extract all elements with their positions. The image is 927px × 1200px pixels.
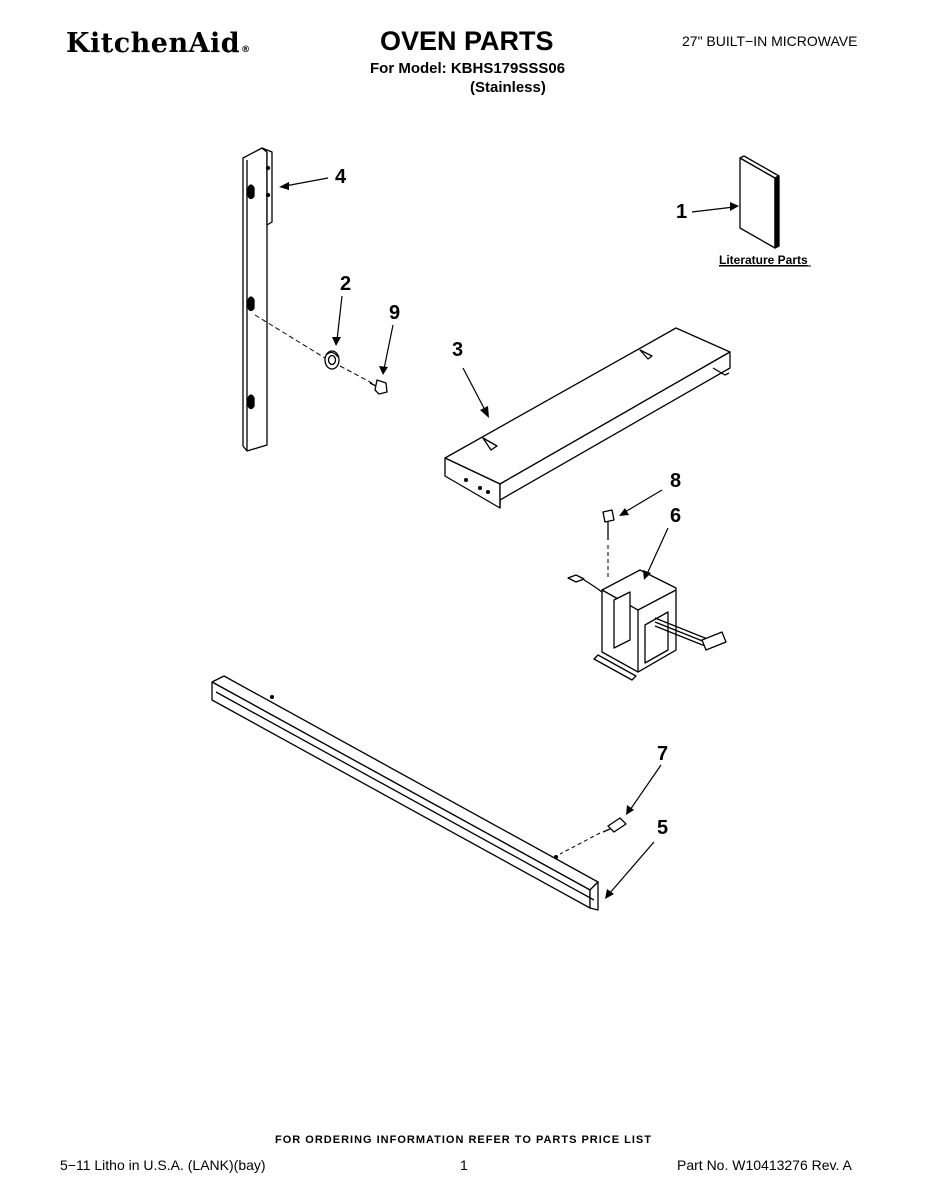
product-type: 27" BUILT−IN MICROWAVE <box>682 33 858 49</box>
litho-note: 5−11 Litho in U.S.A. (LANK)(bay) <box>60 1157 266 1173</box>
part-8-screw <box>602 509 615 580</box>
page-title: OVEN PARTS <box>380 26 554 56</box>
callout-7: 7 <box>657 743 668 765</box>
brand-logo: KitchenAid® <box>66 28 251 59</box>
callout-6: 6 <box>670 505 681 527</box>
callout-1: 1 <box>676 201 687 223</box>
callout-5: 5 <box>657 817 668 839</box>
brand-name: KitchenAid <box>66 28 241 59</box>
part-1-literature <box>739 155 780 249</box>
callout-9: 9 <box>389 302 400 324</box>
part-9-screw <box>369 379 388 395</box>
page-number: 1 <box>460 1157 468 1173</box>
part-6-transformer <box>567 569 727 681</box>
part-7-screw <box>559 817 627 855</box>
part-3-plate <box>444 327 731 509</box>
callout-2: 2 <box>340 273 351 295</box>
ordering-note: FOR ORDERING INFORMATION REFER TO PARTS … <box>275 1134 652 1146</box>
callout-3: 3 <box>452 339 463 361</box>
callout-8: 8 <box>670 470 681 492</box>
part-number: Part No. W10413276 Rev. A <box>677 1157 852 1173</box>
model-line: For Model: KBHS179SSS06 <box>370 60 566 77</box>
finish-label: (Stainless) <box>470 79 546 96</box>
callout-4: 4 <box>335 166 347 188</box>
part-5-rail <box>211 675 599 911</box>
registered-mark: ® <box>241 45 251 55</box>
part-2-grommet <box>324 350 340 370</box>
literature-parts-label: Literature Parts <box>719 253 808 267</box>
part-4-bracket <box>242 147 273 452</box>
